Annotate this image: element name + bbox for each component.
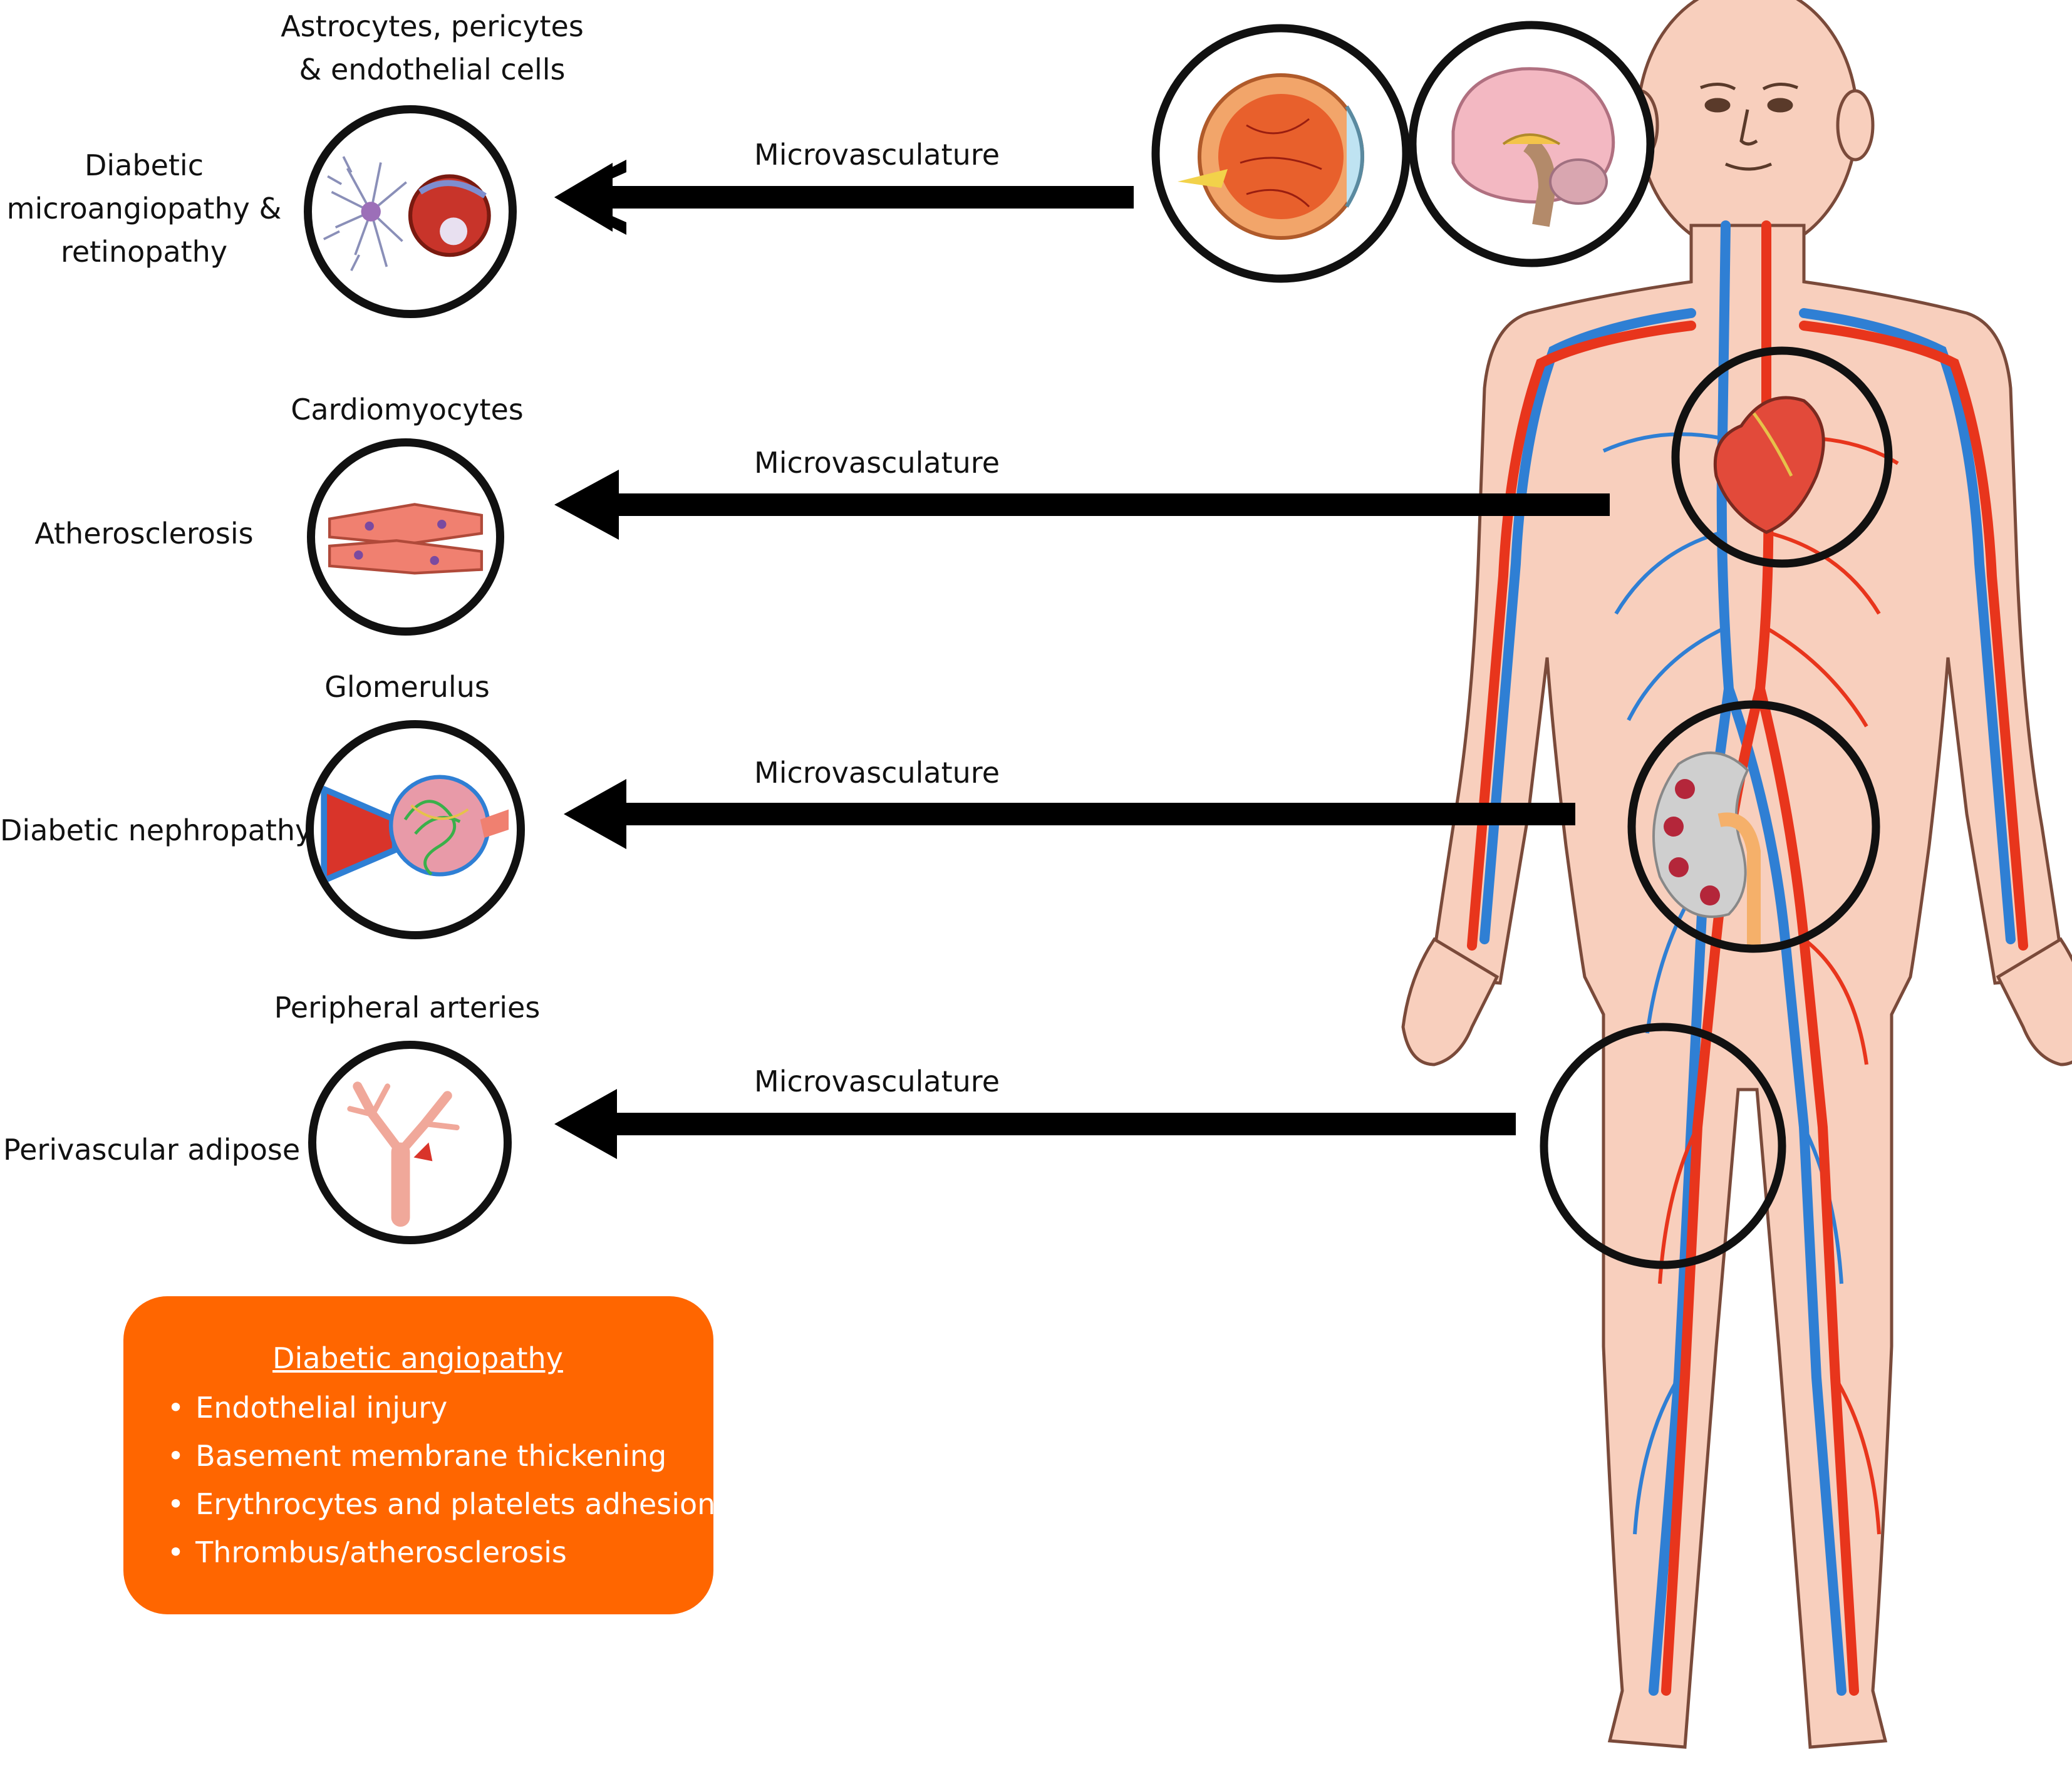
cell-circle-cardiomyocyte	[307, 438, 504, 636]
arrow-retina	[554, 160, 1134, 235]
disease-label-retinopathy: Diabetic microangiopathy & retinopathy	[6, 148, 282, 269]
cell-label-glomerulus: Glomerulus	[324, 670, 490, 704]
cell-circle-glomerulus	[306, 720, 525, 939]
summary-item: Thrombus/atherosclerosis	[167, 1529, 713, 1577]
cell-circle-artery	[308, 1041, 512, 1244]
disease-label-atherosclerosis: Atherosclerosis	[34, 517, 254, 550]
arrow-label-microvasculature-3: Microvasculature	[754, 756, 1000, 790]
artery-branch-icon	[347, 1081, 460, 1227]
summary-item: Endothelial injury	[167, 1384, 713, 1432]
cell-label-astrocytes: Astrocytes, pericytes & endothelial cell…	[281, 9, 584, 86]
arrow-heart	[554, 470, 1610, 540]
arrow-label-microvasculature-4: Microvasculature	[754, 1065, 1000, 1098]
summary-item: Basement membrane thickening	[167, 1432, 713, 1480]
summary-list: Endothelial injury Basement membrane thi…	[167, 1384, 715, 1577]
cell-label-cardiomyocytes: Cardiomyocytes	[291, 393, 524, 426]
arrow-label-microvasculature-2: Microvasculature	[754, 446, 1000, 480]
cell-label-peripheral-arteries: Peripheral arteries	[274, 991, 541, 1024]
arrow-kidney	[564, 779, 1575, 849]
diabetic-angiopathy-box: Diabetic angiopathy Endothelial injury B…	[123, 1296, 715, 1614]
disease-label-nephropathy: Diabetic nephropathy	[0, 813, 313, 847]
cell-circle-astrocyte	[304, 105, 517, 318]
summary-title: Diabetic angiopathy	[272, 1341, 563, 1375]
disease-label-perivascular-adipose: Perivascular adipose	[3, 1133, 301, 1167]
cardiomyocyte-icon	[328, 503, 484, 575]
summary-item: Erythrocytes and platelets adhesion	[167, 1480, 715, 1529]
arrow-peripheral	[554, 1089, 1516, 1159]
glomerulus-icon	[321, 775, 509, 885]
astrocyte-icon	[323, 156, 491, 272]
arrow-label-microvasculature-1: Microvasculature	[754, 138, 1000, 172]
